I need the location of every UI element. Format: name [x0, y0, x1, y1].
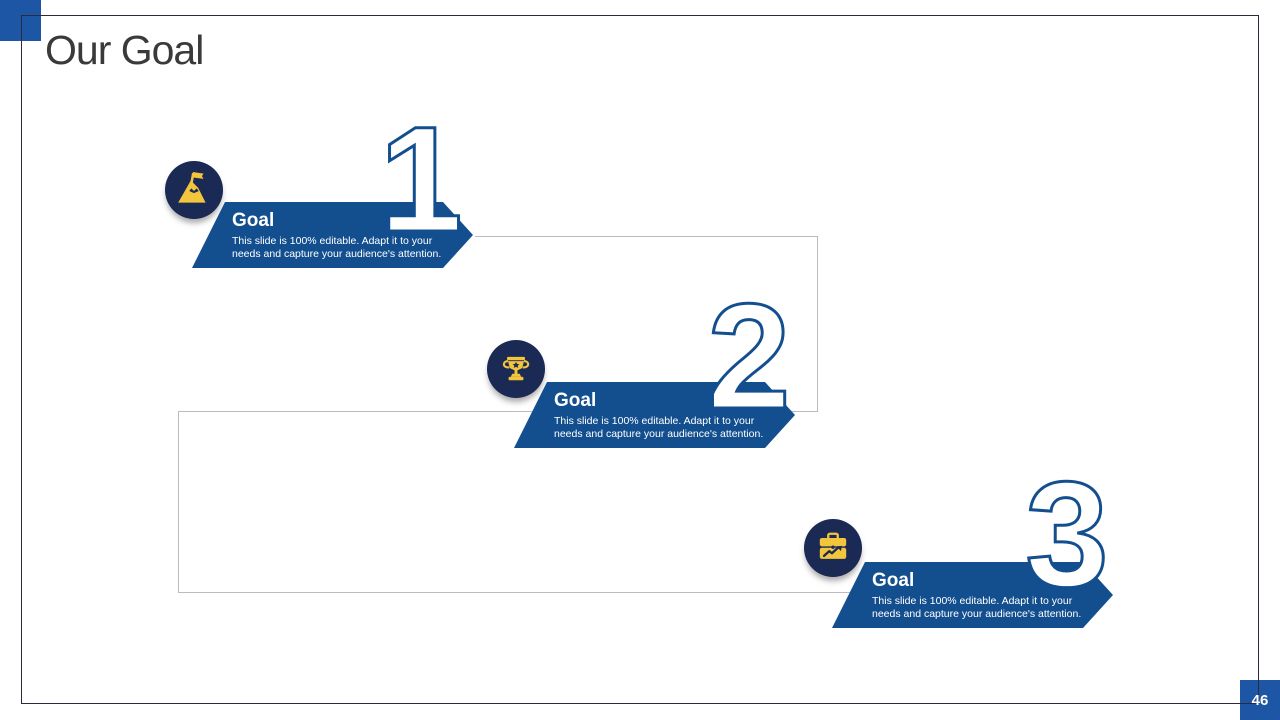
top-left-accent-square [0, 0, 41, 41]
trophy-icon [502, 356, 530, 381]
guide-line-right-upper [817, 236, 818, 412]
goal-label-1: Goal [232, 210, 275, 231]
mountain-flag-icon [178, 172, 206, 203]
step-number-1: 1 [378, 95, 464, 263]
goal-icon-circle-2 [487, 340, 545, 398]
guide-line-top [475, 236, 817, 237]
step-number-3: 3 [1024, 450, 1110, 618]
briefcase-growth-icon [819, 532, 847, 559]
goal-description-1: This slide is 100% editable. Adapt it to… [232, 235, 442, 260]
guide-line-bottom [178, 592, 857, 593]
goal-icon-circle-3 [804, 519, 862, 577]
goal-label-2: Goal [554, 390, 597, 411]
arrow-banner-1 [192, 202, 473, 268]
goal-icon-circle-1 [165, 161, 223, 219]
slide-title: Our Goal [45, 27, 204, 73]
step-number-2: 2 [706, 272, 792, 440]
goal-label-3: Goal [872, 570, 915, 591]
arrow-banner-2 [514, 382, 795, 448]
guide-line-left-lower [178, 411, 179, 592]
page-number: 46 [1251, 692, 1269, 709]
bottom-right-accent-square [1240, 680, 1280, 720]
goal-description-2: This slide is 100% editable. Adapt it to… [554, 415, 764, 440]
goal-description-3: This slide is 100% editable. Adapt it to… [872, 595, 1082, 620]
guide-line-middle [178, 411, 818, 412]
arrow-banner-3 [832, 562, 1113, 628]
